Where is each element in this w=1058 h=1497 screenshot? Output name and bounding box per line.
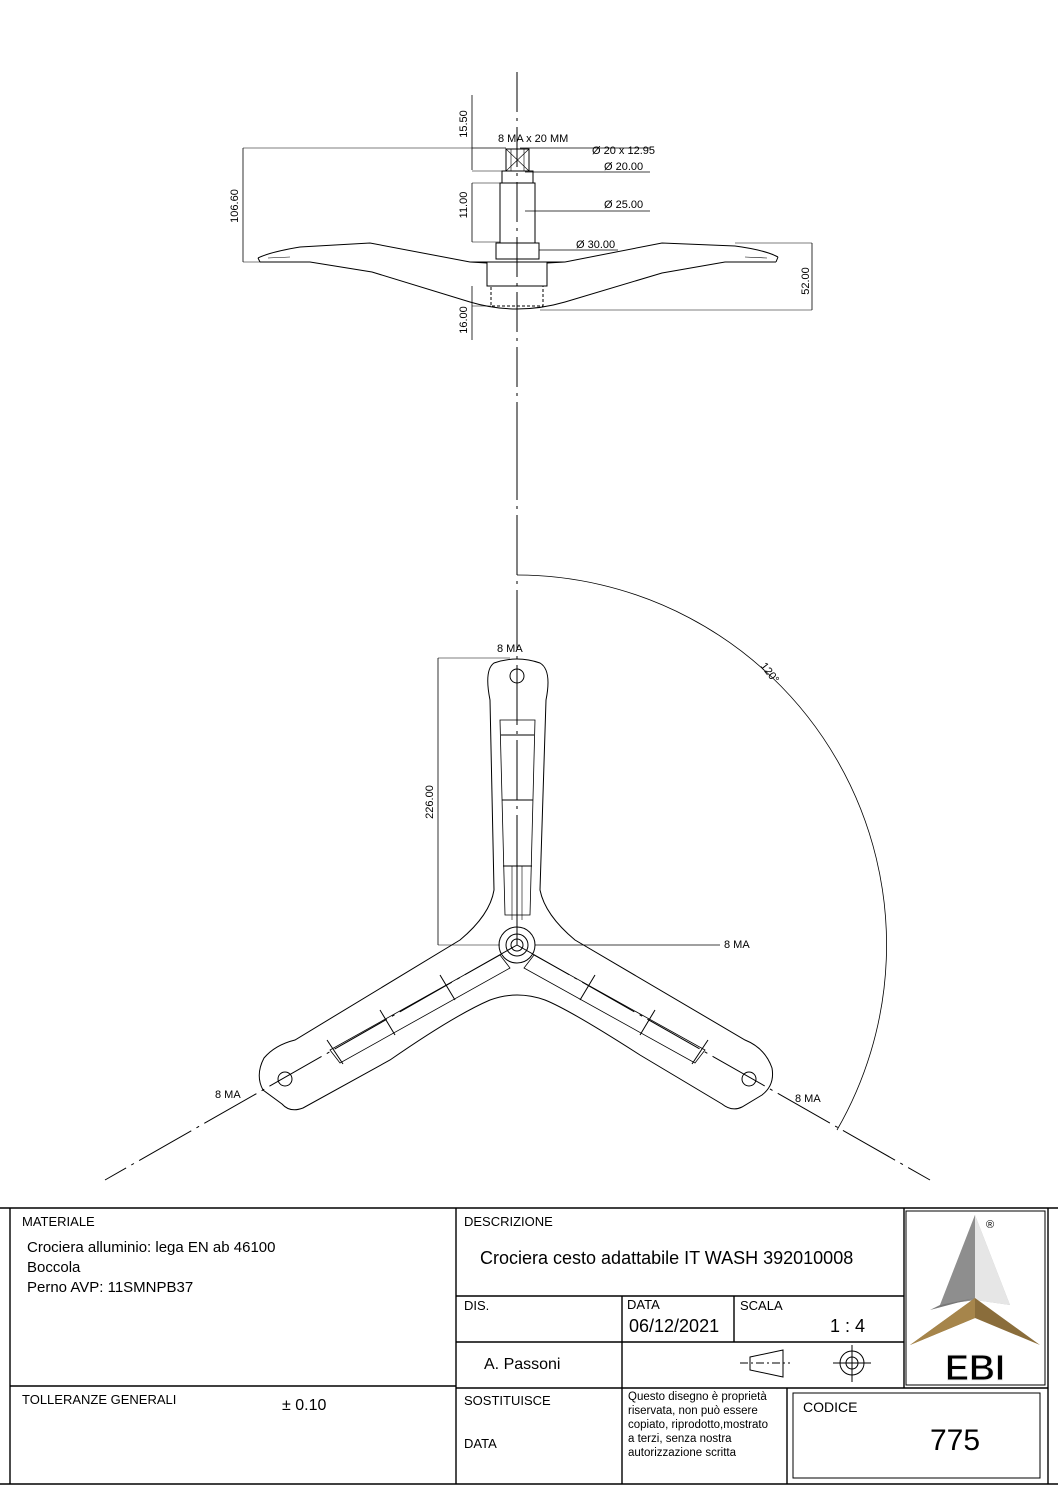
dim-thread: 8 MA x 20 MM [498, 133, 568, 145]
materiale-line-1: Crociera alluminio: lega EN ab 46100 [27, 1239, 276, 1256]
dim-overall-height: 106.60 [229, 189, 241, 223]
data-value: 06/12/2021 [629, 1316, 720, 1336]
registered-mark: ® [986, 1219, 994, 1231]
arm-profile-lower [260, 261, 776, 310]
hub-inner [505, 933, 529, 957]
codice-label: CODICE [803, 1399, 858, 1415]
tolleranze-label: TOLLERANZE GENERALI [22, 1392, 177, 1407]
shaft-d20 [501, 170, 534, 184]
top-view-labels: 8 MA 226.00 120° 8 MA 8 MA 8 MA [215, 643, 821, 1105]
arm-profile-upper [257, 242, 779, 264]
ebi-logo-text: EBI [945, 1347, 1005, 1388]
materiale-line-3: Perno AVP: 11SMNPB37 [27, 1279, 194, 1296]
dim-hub-height: 52.00 [800, 267, 812, 295]
hole-top [509, 668, 525, 684]
dim-arm-length: 226.00 [424, 785, 436, 819]
projection-symbol-icon [740, 1345, 871, 1382]
notice-line-4: a terzi, senza nostra [628, 1433, 732, 1445]
notice-text: Questo disegno è proprietà riservata, no… [628, 1390, 786, 1460]
dim-shaft-11: 11.00 [458, 192, 470, 219]
scala-label: SCALA [740, 1298, 783, 1313]
label-hole-left: 8 MA [215, 1089, 241, 1101]
descrizione-label: DESCRIZIONE [464, 1214, 553, 1229]
dim-dia-20: Ø 20.00 [604, 161, 643, 173]
top-view [104, 440, 931, 1181]
angle-label: 120° [758, 660, 781, 685]
codice-value: 775 [930, 1424, 981, 1457]
dis-label: DIS. [464, 1298, 490, 1313]
dim-dia-thread: Ø 20 x 12.95 [592, 145, 655, 157]
title-block-frame [0, 1207, 1058, 1485]
label-hole-right: 8 MA [795, 1093, 821, 1105]
data2-label: DATA [464, 1436, 497, 1451]
dis-value: A. Passoni [484, 1356, 561, 1373]
materiale-line-2: Boccola [27, 1259, 81, 1276]
scala-value: 1 : 4 [830, 1316, 866, 1336]
hole-right [741, 1071, 757, 1087]
collar-d30 [495, 242, 540, 260]
dim-dia-25: Ø 25.00 [604, 199, 643, 211]
notice-line-2: riservata, non può essere [628, 1405, 758, 1417]
notice-line-5: autorizzazione scritta [628, 1447, 737, 1459]
dim-bush-16: 16.00 [458, 306, 470, 334]
dim-thread-height: 15.50 [458, 110, 470, 138]
sostituisce-label: SOSTITUISCE [464, 1393, 551, 1408]
side-view [242, 72, 813, 440]
label-hub: 8 MA [724, 939, 750, 951]
dim-dia-30: Ø 30.00 [576, 239, 615, 251]
angle-arc [516, 574, 887, 1131]
materiale-label: MATERIALE [22, 1214, 95, 1229]
notice-line-1: Questo disegno è proprietà [628, 1391, 767, 1403]
data-label: DATA [627, 1297, 660, 1312]
tolleranze-value: ± 0.10 [282, 1397, 327, 1414]
descrizione-value: Crociera cesto adattabile IT WASH 392010… [480, 1248, 854, 1268]
ebi-logo-icon: EBI ® [910, 1215, 1040, 1389]
label-hole-top: 8 MA [497, 643, 523, 655]
hole-left [277, 1071, 293, 1087]
side-view-dimensions: 15.50 8 MA x 20 MM Ø 20 x 12.95 Ø 20.00 … [229, 110, 812, 334]
crosspiece-outline [258, 658, 773, 1111]
notice-line-3: copiato, riprodotto,mostrato [628, 1419, 768, 1431]
